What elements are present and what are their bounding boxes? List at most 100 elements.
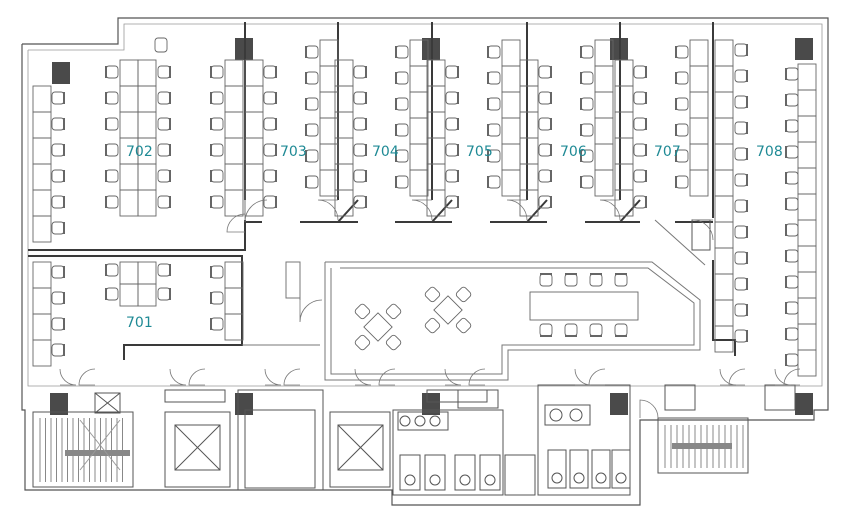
sink <box>549 408 563 422</box>
chair <box>263 143 277 157</box>
chair <box>445 117 459 131</box>
chair <box>210 143 224 157</box>
chair <box>734 329 748 343</box>
chair <box>105 117 119 131</box>
chair <box>734 277 748 291</box>
chair <box>51 343 65 357</box>
desk-row <box>244 59 264 217</box>
chair <box>614 323 628 337</box>
chair <box>675 149 689 163</box>
desk-row <box>614 59 634 217</box>
door-swing <box>169 368 187 386</box>
chair <box>539 273 553 287</box>
chair <box>538 195 552 209</box>
building-core <box>32 219 796 496</box>
chair <box>580 45 594 59</box>
lounge-outline <box>242 219 706 381</box>
sink <box>569 408 583 422</box>
chair <box>487 149 501 163</box>
chair <box>210 169 224 183</box>
chair <box>785 145 799 159</box>
chair <box>785 275 799 289</box>
chair <box>785 327 799 341</box>
chair <box>395 97 409 111</box>
chair <box>105 195 119 209</box>
desk-row <box>319 39 339 197</box>
meeting-table <box>529 291 639 321</box>
elevator-hall <box>237 389 324 491</box>
chair <box>305 175 319 189</box>
room-labels: 701 702 703 704 705 706 707 708 <box>126 144 783 331</box>
chair <box>51 317 65 331</box>
chair <box>445 65 459 79</box>
chair <box>734 43 748 57</box>
furniture <box>32 37 817 377</box>
chair <box>675 175 689 189</box>
door-swing <box>78 368 96 386</box>
chair <box>395 123 409 137</box>
toilet <box>459 474 471 486</box>
door-swing <box>588 368 606 386</box>
chair <box>785 197 799 211</box>
chair <box>538 143 552 157</box>
toilet-stall <box>591 449 611 489</box>
chair <box>51 291 65 305</box>
room-label-708: 708 <box>756 144 783 160</box>
chair <box>105 65 119 79</box>
chair <box>487 123 501 137</box>
chair <box>675 97 689 111</box>
room-label-707: 707 <box>654 144 681 160</box>
door-swing <box>378 368 396 386</box>
elevator-left <box>164 411 231 488</box>
chair <box>263 65 277 79</box>
toilet-stall <box>547 449 567 489</box>
chair <box>105 91 119 105</box>
desk-row <box>501 39 521 197</box>
chair <box>210 291 224 305</box>
chair <box>395 45 409 59</box>
chair <box>353 117 367 131</box>
chair <box>154 37 168 53</box>
desk-row <box>119 261 139 307</box>
chair <box>734 121 748 135</box>
toilet-stall <box>479 454 501 491</box>
toilet <box>404 474 416 486</box>
sink <box>399 415 411 427</box>
chair <box>580 175 594 189</box>
chair <box>353 195 367 209</box>
chair <box>305 97 319 111</box>
desk-row <box>224 59 244 217</box>
chair <box>785 353 799 367</box>
door-swing <box>188 368 206 386</box>
door-swing <box>444 368 462 386</box>
chair <box>157 195 171 209</box>
chair <box>210 265 224 279</box>
chair <box>633 143 647 157</box>
door-swing <box>468 368 486 386</box>
room-walls <box>28 22 736 360</box>
chair <box>395 149 409 163</box>
chair <box>564 323 578 337</box>
desk-row <box>32 85 52 243</box>
desk-row <box>797 63 817 377</box>
door-swing <box>226 213 246 233</box>
doors <box>59 199 801 419</box>
desk-row <box>32 261 52 367</box>
lounge-table-set <box>354 303 402 351</box>
chair <box>785 119 799 133</box>
chair <box>263 91 277 105</box>
chair <box>487 175 501 189</box>
chair <box>785 301 799 315</box>
toilet-stall <box>424 454 446 491</box>
chair <box>51 143 65 157</box>
chair <box>538 91 552 105</box>
chair <box>263 117 277 131</box>
toilet <box>429 474 441 486</box>
chair <box>210 65 224 79</box>
chair <box>105 143 119 157</box>
restroom-left <box>392 409 504 496</box>
chair <box>210 195 224 209</box>
chair <box>263 169 277 183</box>
pillar <box>610 393 628 415</box>
